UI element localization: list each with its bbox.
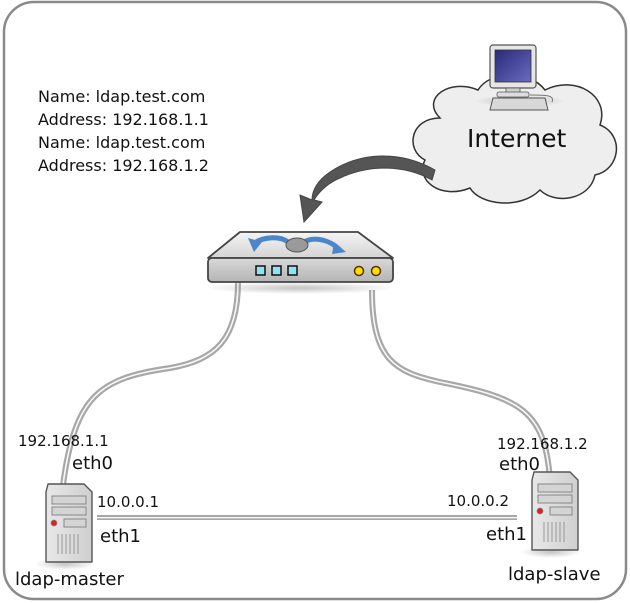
arrow-internet-to-router [299,155,436,224]
router-icon [205,231,395,294]
dns-record-line: Address: 192.168.1.1 [38,110,209,129]
master-eth0-ip: 192.168.1.1 [18,432,109,450]
master-hostname: ldap-master [15,569,124,590]
dns-record-line: Name: ldap.test.com [38,87,206,106]
master-eth1-ip: 10.0.0.1 [97,493,160,511]
server-master-icon [35,483,95,570]
slave-hostname: ldap-slave [508,564,601,585]
cable-router-master [60,281,241,486]
dns-records: Name: ldap.test.com Address: 192.168.1.1… [38,86,209,178]
cable-master-slave [97,515,517,520]
cable-router-slave [369,289,553,481]
computer-icon [475,44,565,111]
slave-eth1-label: eth1 [486,524,527,545]
internet-label: Internet [467,124,567,153]
slave-eth0-label: eth0 [499,454,540,475]
master-eth1-label: eth1 [100,526,141,547]
slave-eth1-ip: 10.0.0.2 [447,492,510,510]
master-eth0-label: eth0 [72,453,113,474]
dns-record-line: Address: 192.168.1.2 [38,156,209,175]
slave-eth0-ip: 192.168.1.2 [497,435,588,453]
dns-record-line: Name: ldap.test.com [38,133,206,152]
server-slave-icon [521,471,581,558]
